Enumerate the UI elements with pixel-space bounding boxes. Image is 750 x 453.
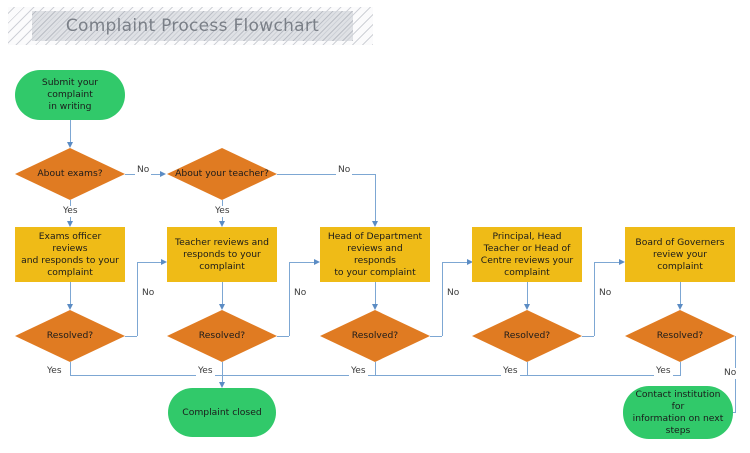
edge-label-r2-yes: Yes [196,366,215,377]
edge-label-exams-no: No [135,165,152,176]
edge-label-r1-yes: Yes [45,366,64,377]
node-label-head-of-department: Head of Department reviews and responds … [327,230,423,278]
edge-label-r2-no: No [292,288,309,299]
arrowhead-start-to-exams [66,142,73,148]
connector-r2-no-h1 [277,336,289,337]
node-decision-resolved-2[interactable]: Resolved? [167,310,277,362]
connector-p-head-to-r4 [527,282,528,308]
connector-r4-no-h1 [582,336,594,337]
connector-r3-no-v [442,262,443,336]
connector-r3-yes-v [375,362,376,375]
arrowhead-p-head-to-r4 [523,304,530,310]
node-label-resolved-5: Resolved? [656,330,704,341]
edge-label-exams-yes: Yes [61,206,80,217]
arrowhead-p-board-to-r5 [676,304,683,310]
node-contact-institution[interactable]: Contact institution for information on n… [623,386,733,439]
node-label-contact-institution: Contact institution for information on n… [632,388,724,436]
connector-r5-yes-v [680,362,681,375]
edge-label-teacher-no: No [336,165,353,176]
arrowhead-p-hod-to-r3 [371,304,378,310]
arrowhead-r4-no [619,258,625,265]
connector-yes-bus [70,375,681,376]
connector-r4-no-h2 [594,262,620,263]
node-decision-about-teacher[interactable]: About your teacher? [167,148,277,200]
node-decision-about-exams[interactable]: About exams? [15,148,125,200]
connector-r1-no-h2 [137,262,162,263]
node-label-resolved-1: Resolved? [46,330,94,341]
node-label-exams-officer: Exams officer reviews and responds to yo… [21,230,119,278]
arrowhead-teacher-yes [218,221,225,227]
node-process-head-of-department[interactable]: Head of Department reviews and responds … [320,227,430,282]
connector-teacher-no-h [277,174,375,175]
connector-p-teacher-to-r2 [222,282,223,308]
title-banner: Complaint Process Flowchart [8,7,373,45]
node-label-submit-complaint: Submit your complaint in writing [41,77,99,112]
node-complaint-closed[interactable]: Complaint closed [168,388,276,437]
edge-label-r5-yes: Yes [654,366,673,377]
node-label-about-exams: About exams? [37,168,103,179]
page-title: Complaint Process Flowchart [65,16,320,36]
connector-r3-no-h2 [442,262,468,263]
edge-label-teacher-yes: Yes [213,206,232,217]
node-decision-resolved-4[interactable]: Resolved? [472,310,582,362]
connector-p-board-to-r5 [680,282,681,308]
connector-r4-no-v [594,262,595,336]
connector-p-exams-to-r1 [70,282,71,308]
arrowhead-r3-no [467,258,473,265]
node-label-teacher-reviews: Teacher reviews and responds to your com… [175,236,269,272]
edge-label-r3-yes: Yes [349,366,368,377]
connector-r2-no-v [289,262,290,336]
arrowhead-p-teacher-to-r2 [218,304,225,310]
arrowhead-yes-to-complaint-closed [218,382,225,388]
edge-label-r3-no: No [445,288,462,299]
connector-r2-yes-v [222,362,223,384]
arrowhead-r2-no [314,258,320,265]
connector-start-to-exams [70,120,71,144]
node-decision-resolved-5[interactable]: Resolved? [625,310,735,362]
connector-r4-yes-v [527,362,528,375]
connector-r1-yes-v [70,362,71,375]
node-process-exams-officer[interactable]: Exams officer reviews and responds to yo… [15,227,125,282]
connector-r3-no-h1 [430,336,442,337]
connector-r1-no-h1 [125,336,137,337]
arrowhead-exams-yes [66,221,73,227]
node-label-board-of-governers: Board of Governers review your complaint [635,236,725,272]
node-label-about-teacher: About your teacher? [175,168,269,179]
node-label-complaint-closed: Complaint closed [182,406,262,418]
edge-label-r4-yes: Yes [501,366,520,377]
connector-r1-no-v [137,262,138,336]
node-label-resolved-4: Resolved? [503,330,551,341]
node-decision-resolved-3[interactable]: Resolved? [320,310,430,362]
arrowhead-r1-no [161,258,167,265]
arrowhead-exams-no [160,170,166,177]
node-process-principal-head-teacher[interactable]: Principal, Head Teacher or Head of Centr… [472,227,582,282]
arrowhead-teacher-no [371,221,378,227]
node-label-resolved-3: Resolved? [351,330,399,341]
connector-r2-no-h2 [289,262,315,263]
node-label-principal-head-teacher: Principal, Head Teacher or Head of Centr… [480,230,574,278]
edge-label-r5-no: No [722,368,739,379]
node-process-teacher-reviews[interactable]: Teacher reviews and responds to your com… [167,227,277,282]
connector-teacher-no-v [375,174,376,223]
edge-label-r4-no: No [597,288,614,299]
connector-p-hod-to-r3 [375,282,376,308]
node-decision-resolved-1[interactable]: Resolved? [15,310,125,362]
node-submit-complaint[interactable]: Submit your complaint in writing [15,70,125,120]
arrowhead-p-exams-to-r1 [66,304,73,310]
node-process-board-of-governers[interactable]: Board of Governers review your complaint [625,227,735,282]
title-inner-box: Complaint Process Flowchart [32,11,353,41]
node-label-resolved-2: Resolved? [198,330,246,341]
edge-label-r1-no: No [140,288,157,299]
